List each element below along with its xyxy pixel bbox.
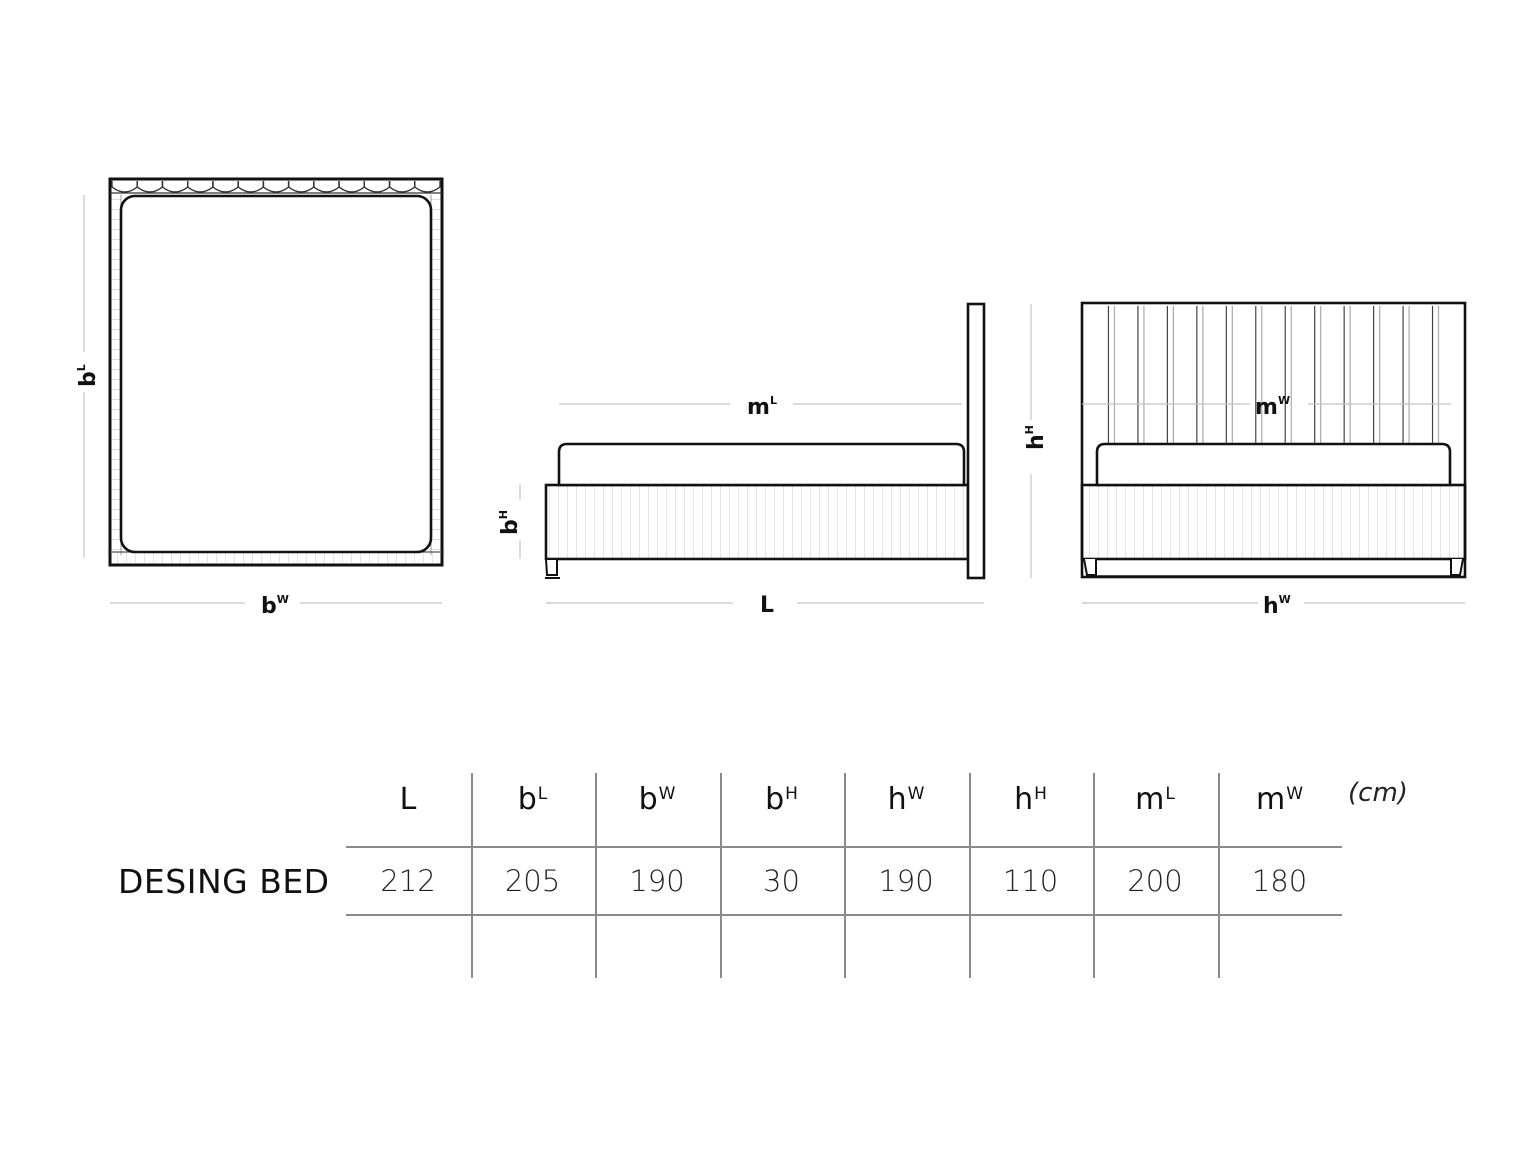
side-view: mL bH L	[497, 302, 986, 618]
top-view-headboard	[111, 181, 441, 193]
front-view-mattress	[1095, 442, 1452, 487]
side-view-mattress-length-label: mL	[747, 394, 777, 420]
front-view-left-leg	[1083, 558, 1097, 576]
top-view-left-rail	[112, 195, 121, 555]
top-view-mattress	[119, 194, 433, 554]
side-view-base	[544, 483, 970, 561]
top-view: bL bW	[75, 177, 444, 619]
side-view-leg	[544, 558, 558, 576]
side-view-mattress	[557, 442, 966, 487]
side-view-headboard	[966, 302, 986, 580]
front-view: mW hH hW	[1023, 301, 1467, 619]
top-view-length-label: bL	[75, 364, 101, 387]
top-view-foot-rail	[112, 552, 440, 563]
side-view-base-height-label: bH	[497, 510, 523, 535]
front-view-base	[1080, 483, 1467, 561]
top-view-width-label: bW	[261, 593, 289, 619]
side-view-length-label: L	[760, 593, 774, 618]
front-view-width-label: hW	[1263, 593, 1291, 619]
front-view-right-leg	[1450, 558, 1464, 576]
front-view-height-label: hH	[1023, 425, 1049, 450]
front-view-mattress-width-label: mW	[1255, 394, 1290, 420]
top-view-right-rail	[431, 195, 440, 555]
front-view-headboard-channels	[1107, 306, 1440, 444]
